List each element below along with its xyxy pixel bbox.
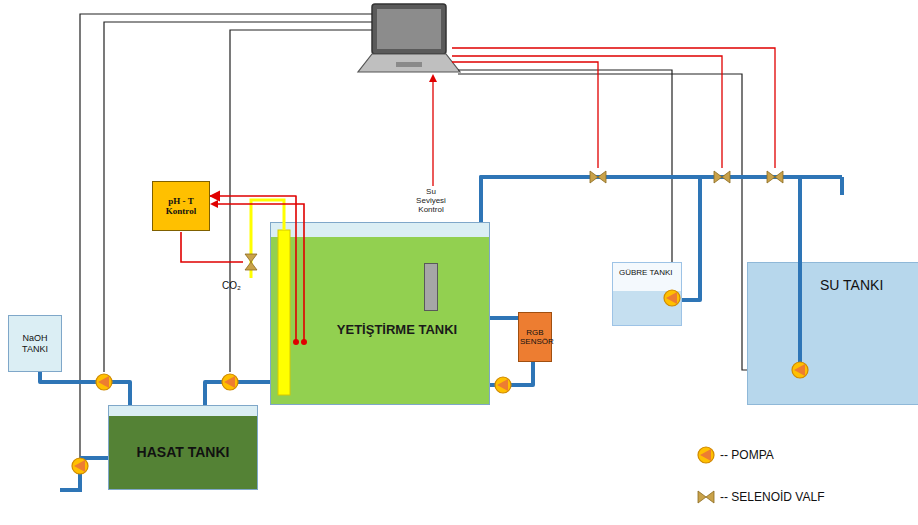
sensor-probe [293,339,299,345]
naoh-tank: NaOH TANKI [8,315,62,372]
pipe-connector [40,372,130,405]
co2-line [251,200,284,278]
water-tank: SU TANKI [747,262,918,405]
pipe-connector [481,177,800,262]
pipe [60,177,842,490]
node-label: YETİŞTİRME TANKI [337,323,457,338]
rgb-sensor: RGB SENSÖR [518,312,552,362]
node-label: GÜBRE TANKI [619,268,673,277]
node-label: NaOH TANKI [10,333,60,354]
node-label: pH - T Kontrol [154,196,208,217]
laptop-icon [358,4,460,72]
pump-symbol [72,290,808,474]
sensor-probe [301,339,307,345]
valve-signal-wire [429,48,775,186]
control-wire [80,14,790,458]
solenoid-valve [245,171,783,270]
node-label: HASAT TANKI [137,444,230,460]
node-label: RGB SENSÖR [520,328,550,346]
co2-diffuser [278,230,290,395]
legend-pump-symbol [698,447,714,463]
pipe [798,262,802,362]
level-probe [424,263,438,311]
sensor-wire [181,204,304,342]
level-sensor: Su Seviyesi Kontrol [413,187,449,311]
arrow-head [210,200,218,208]
legend-text: -- SELENOİD VALF [720,490,824,504]
growth-tank: YETİŞTİRME TANKISu Seviyesi Kontrol [270,222,490,405]
node-label: SU TANKI [820,277,883,293]
legend-text: -- POMPA [720,448,774,462]
gas-label: CO₂ [222,280,241,291]
controller-box: pH - T Kontrol [152,181,210,231]
harvest-tank: HASAT TANKI [108,405,258,490]
node-label: Su Seviyesi Kontrol [413,187,449,215]
legend-valve-symbol [698,491,714,503]
